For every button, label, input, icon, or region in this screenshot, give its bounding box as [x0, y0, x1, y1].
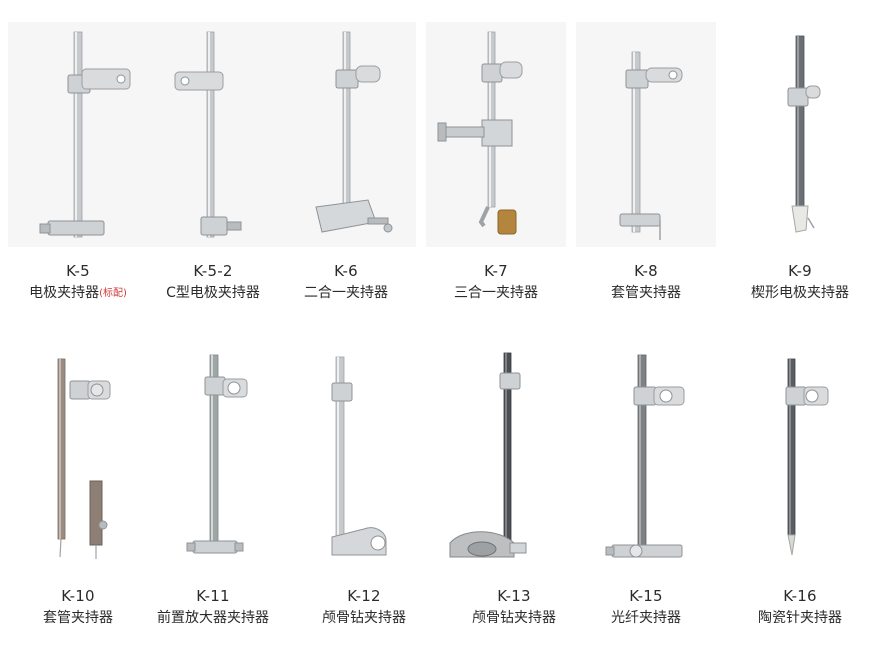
product-name: 二合一夹持器 [304, 285, 388, 301]
product-photo-k11 [143, 347, 283, 572]
product-photo-k16 [730, 347, 870, 572]
product-code: K-13 [497, 587, 531, 605]
product-card-k6[interactable]: K-6 二合一夹持器 [276, 22, 416, 312]
product-code: K-7 [484, 262, 508, 280]
product-card-k16[interactable]: K-16 陶瓷针夹持器 [730, 347, 870, 637]
product-name: 颅骨钻夹持器 [472, 610, 556, 626]
product-name: 套管夹持器 [43, 610, 113, 626]
product-code: K-15 [629, 587, 663, 605]
product-card-k10[interactable]: K-10 套管夹持器 [8, 347, 148, 637]
product-photo-k9 [730, 22, 870, 247]
product-card-k5[interactable]: K-5 电极夹持器(标配) [8, 22, 148, 312]
product-name: 电极夹持器(标配) [0, 284, 158, 303]
product-code: K-10 [61, 587, 95, 605]
product-photo-k5-2 [143, 22, 283, 247]
product-name: C型电极夹持器 [166, 285, 260, 301]
product-name: 陶瓷针夹持器 [758, 610, 842, 626]
product-name: 光纤夹持器 [611, 610, 681, 626]
product-photo-k6 [276, 22, 416, 247]
product-card-k9[interactable]: K-9 楔形电极夹持器 [730, 22, 870, 312]
product-name: 套管夹持器 [611, 285, 681, 301]
product-code: K-6 [334, 262, 358, 280]
product-photo-k5 [8, 22, 148, 247]
product-card-k11[interactable]: K-11 前置放大器夹持器 [143, 347, 283, 637]
product-photo-k7 [426, 22, 566, 247]
product-code: K-12 [347, 587, 381, 605]
product-photo-k8 [576, 22, 716, 247]
product-code: K-5-2 [193, 262, 233, 280]
product-code: K-5 [66, 262, 90, 280]
product-code: K-9 [788, 262, 812, 280]
product-name: 楔形电极夹持器 [751, 285, 849, 301]
product-card-k5-2[interactable]: K-5-2 C型电极夹持器 [143, 22, 283, 312]
product-name: 前置放大器夹持器 [157, 610, 269, 626]
product-card-k8[interactable]: K-8 套管夹持器 [576, 22, 716, 312]
standard-note: (标配) [99, 288, 127, 299]
product-card-k15[interactable]: K-15 光纤夹持器 [576, 347, 716, 637]
product-name-text: 电极夹持器 [29, 285, 100, 301]
product-name: 颅骨钻夹持器 [322, 610, 406, 626]
product-photo-k10 [8, 347, 148, 572]
product-name: 三合一夹持器 [454, 285, 538, 301]
product-card-k13[interactable]: K-13 颅骨钻夹持器 [444, 347, 584, 637]
product-photo-k13 [444, 347, 584, 572]
product-card-k12[interactable]: K-12 颅骨钻夹持器 [294, 347, 434, 637]
product-code: K-8 [634, 262, 658, 280]
product-code: K-11 [196, 587, 230, 605]
product-code: K-16 [783, 587, 817, 605]
product-photo-k12 [294, 347, 434, 572]
product-card-k7[interactable]: K-7 三合一夹持器 [426, 22, 566, 312]
product-photo-k15 [576, 347, 716, 572]
